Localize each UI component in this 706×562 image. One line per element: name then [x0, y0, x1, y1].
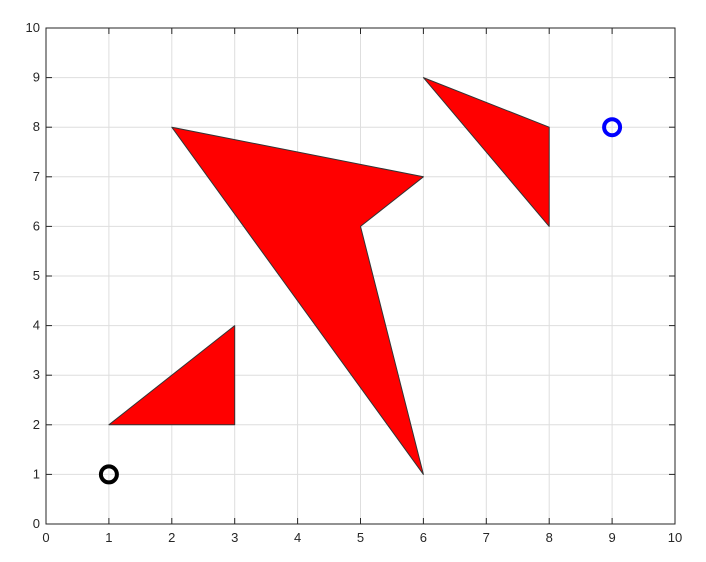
- y-tick-label: 6: [33, 218, 40, 233]
- start-marker: [98, 464, 119, 485]
- x-tick-labels: 0 1 2 3 4 5 6 7 8 9 10: [42, 530, 682, 545]
- obstacles: [108, 77, 550, 475]
- x-tick-label: 8: [546, 530, 553, 545]
- x-tick-label: 10: [668, 530, 682, 545]
- goal-marker: [602, 117, 623, 138]
- x-tick-label: 7: [483, 530, 490, 545]
- markers: [98, 117, 623, 485]
- y-tick-label: 8: [33, 119, 40, 134]
- y-tick-label: 5: [33, 268, 40, 283]
- x-tick-label: 4: [294, 530, 301, 545]
- y-tick-label: 4: [33, 318, 40, 333]
- obstacle-polygon-2: [171, 126, 424, 475]
- obstacle-polygon-1: [108, 325, 236, 426]
- y-tick-label: 2: [33, 417, 40, 432]
- y-tick-label: 0: [33, 516, 40, 531]
- obstacle-polygon-3: [422, 77, 550, 227]
- x-tick-label: 6: [420, 530, 427, 545]
- x-tick-label: 9: [608, 530, 615, 545]
- y-tick-labels: 0 1 2 3 4 5 6 7 8 9 10: [26, 20, 40, 531]
- y-tick-label: 3: [33, 367, 40, 382]
- x-tick-label: 1: [105, 530, 112, 545]
- x-tick-label: 3: [231, 530, 238, 545]
- y-tick-label: 1: [33, 466, 40, 481]
- y-tick-label: 7: [33, 169, 40, 184]
- x-tick-label: 5: [357, 530, 364, 545]
- x-tick-label: 2: [168, 530, 175, 545]
- axes: [45, 27, 676, 525]
- x-tick-label: 0: [42, 530, 49, 545]
- y-tick-label: 10: [26, 20, 40, 35]
- y-tick-label: 9: [33, 70, 40, 85]
